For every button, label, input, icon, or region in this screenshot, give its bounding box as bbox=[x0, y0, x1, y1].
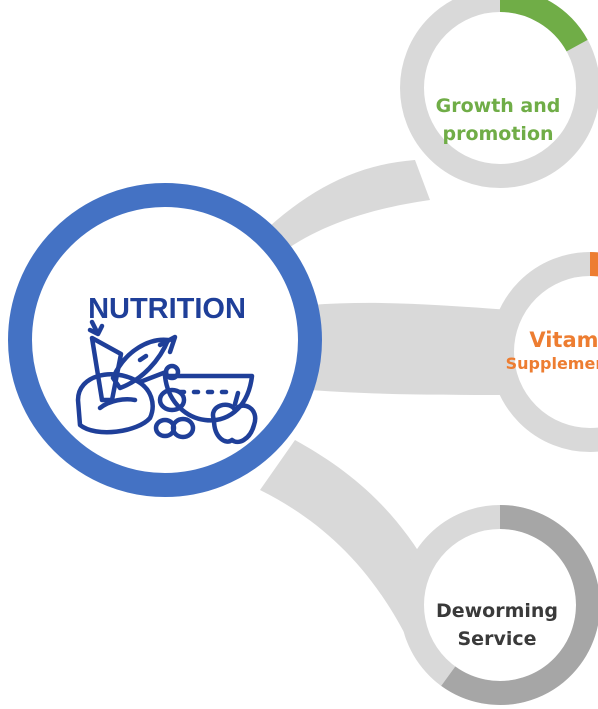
node-deworming-line-1: Deworming bbox=[436, 600, 558, 622]
connector-vitamin bbox=[310, 302, 510, 395]
node-deworming: Deworming Service bbox=[400, 505, 598, 705]
food-group-icon bbox=[75, 319, 258, 445]
node-growth: Growth and promotion bbox=[400, 0, 598, 188]
node-deworming-line-2: Service bbox=[458, 628, 537, 650]
node-growth-progress bbox=[499, 0, 588, 52]
node-vitamin-line-2: Supplement bbox=[506, 354, 598, 373]
node-deworming-progress bbox=[441, 505, 598, 705]
node-growth-line-2: promotion bbox=[442, 123, 553, 145]
node-deworming-face bbox=[426, 531, 574, 679]
central-title: NUTRITION bbox=[88, 293, 246, 325]
node-vitamin-progress bbox=[589, 252, 598, 277]
node-growth-line-1: Growth and bbox=[436, 95, 561, 117]
node-vitamin-line-1: Vitamin bbox=[529, 328, 598, 352]
node-vitamin: Vitamin Supplement bbox=[490, 252, 598, 452]
connector-deworming bbox=[260, 440, 430, 640]
connector-growth bbox=[250, 160, 430, 258]
node-growth-track bbox=[400, 0, 598, 188]
node-vitamin-face bbox=[516, 278, 598, 426]
connectors bbox=[250, 160, 510, 640]
node-growth-face bbox=[426, 14, 574, 162]
central-node: NUTRITION bbox=[8, 183, 322, 497]
